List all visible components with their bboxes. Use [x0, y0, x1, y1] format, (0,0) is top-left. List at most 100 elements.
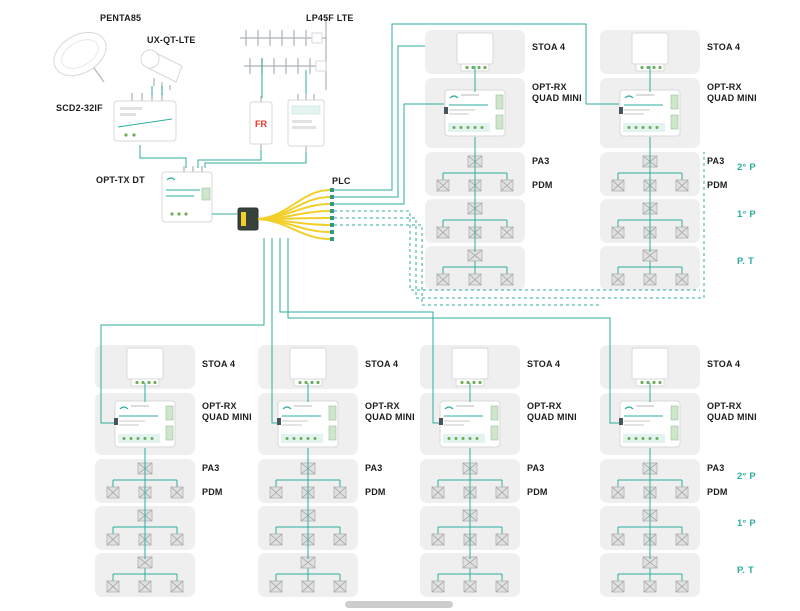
tap-tree	[600, 506, 700, 550]
pa3-label: PA3	[532, 156, 550, 166]
mast-amplifier	[287, 94, 325, 152]
pdm-label: PDM	[707, 487, 728, 497]
floor-box-2p	[600, 459, 700, 503]
floor-box-pt	[425, 246, 525, 290]
tap-tree	[600, 246, 700, 290]
stoa-box	[600, 30, 700, 74]
tap-tree	[425, 152, 525, 196]
floor-box-pt	[600, 246, 700, 290]
pa3-label: PA3	[707, 156, 725, 166]
floor-box-2p	[95, 459, 195, 503]
pa3-label: PA3	[707, 463, 725, 473]
optrx-box	[95, 393, 195, 455]
optrx-box	[600, 393, 700, 455]
optrx-label-1: OPT-RX	[527, 401, 562, 411]
pa3-label: PA3	[527, 463, 545, 473]
stoa-antenna	[420, 345, 520, 389]
fr-label: FR	[255, 119, 267, 129]
optrx-device	[619, 400, 681, 448]
optrx-box	[420, 393, 520, 455]
stoa-box	[95, 345, 195, 389]
optrx-box	[258, 393, 358, 455]
floor-label-2p: 2° P	[737, 162, 756, 173]
plc-splitter	[237, 188, 334, 241]
distribution-column-bottom-1: STOA 4 OPT-RX QUAD MINI PA3 PDM	[95, 345, 252, 597]
tap-tree	[95, 459, 195, 503]
stoa-label: STOA 4	[527, 359, 561, 369]
distribution-column-bottom-3: STOA 4 OPT-RX QUAD MINI PA3 PDM	[420, 345, 577, 597]
stoa-antenna	[258, 345, 358, 389]
optrx-device	[277, 400, 339, 448]
optrx-device	[439, 400, 501, 448]
optrx-label-1: OPT-RX	[202, 401, 237, 411]
tap-tree	[420, 459, 520, 503]
floor-box-pt	[600, 553, 700, 597]
optrx-label-2: QUAD MINI	[527, 412, 577, 422]
distribution-column-bottom-4: STOA 4 OPT-RX QUAD MINI PA3 PDM 2° P 1° …	[600, 345, 757, 597]
floor-box-pt	[420, 553, 520, 597]
optrx-label-2: QUAD MINI	[707, 412, 757, 422]
optrx-device	[114, 400, 176, 448]
opt-tx-device	[161, 166, 213, 223]
pdm-label: PDM	[365, 487, 386, 497]
tap-tree	[420, 553, 520, 597]
tap-tree	[420, 506, 520, 550]
ux-qt-lte-label: UX-QT-LTE	[147, 35, 196, 45]
scd2-32if-label: SCD2-32IF	[56, 103, 103, 113]
optrx-label-2: QUAD MINI	[365, 412, 415, 422]
floor-box-2p	[425, 152, 525, 196]
optrx-label-2: QUAD MINI	[202, 412, 252, 422]
penta85-dish	[53, 31, 107, 83]
pdm-label: PDM	[527, 487, 548, 497]
floor-label-pt: P. T	[737, 256, 754, 267]
optrx-box	[600, 78, 700, 148]
floor-box-pt	[95, 553, 195, 597]
floor-label-1p: 1° P	[737, 209, 756, 220]
optrx-label-1: OPT-RX	[532, 82, 567, 92]
lnb-ux-qt-lte	[140, 49, 183, 90]
stoa-label: STOA 4	[532, 42, 566, 52]
stoa-label: STOA 4	[365, 359, 399, 369]
optrx-device	[444, 89, 506, 137]
floor-box-1p	[600, 506, 700, 550]
footer-bar	[345, 601, 453, 608]
tap-tree	[95, 553, 195, 597]
distribution-column-bottom-2: STOA 4 OPT-RX QUAD MINI PA3 PDM	[258, 345, 415, 597]
stoa-label: STOA 4	[202, 359, 236, 369]
floor-label-2p: 2° P	[737, 471, 756, 482]
tap-tree	[600, 199, 700, 243]
stoa-label: STOA 4	[707, 42, 741, 52]
stoa-antenna	[425, 30, 525, 74]
stoa-box	[258, 345, 358, 389]
floor-box-pt	[258, 553, 358, 597]
tap-tree	[600, 459, 700, 503]
optrx-box	[425, 78, 525, 148]
floor-label-pt: P. T	[737, 565, 754, 576]
floor-box-1p	[258, 506, 358, 550]
floor-box-1p	[420, 506, 520, 550]
distribution-column-right-1: STOA 4 OPT-RX QUAD MINI PA3 PDM	[425, 30, 582, 290]
optrx-label-1: OPT-RX	[707, 82, 742, 92]
multiswitch-scd2	[113, 93, 177, 142]
optrx-label-1: OPT-RX	[365, 401, 400, 411]
opt-tx-dt-label: OPT-TX DT	[96, 175, 145, 185]
optrx-device	[619, 89, 681, 137]
stoa-antenna	[600, 30, 700, 74]
floor-box-1p	[95, 506, 195, 550]
floor-box-2p	[600, 152, 700, 196]
stoa-box	[600, 345, 700, 389]
tap-tree	[425, 246, 525, 290]
lp45f-antennas	[240, 18, 327, 90]
distribution-column-right-2: STOA 4 OPT-RX QUAD MINI PA3 PDM 2° P 1° …	[600, 30, 757, 290]
stoa-label: STOA 4	[707, 359, 741, 369]
floor-box-2p	[420, 459, 520, 503]
tap-tree	[95, 506, 195, 550]
tap-tree	[258, 459, 358, 503]
tap-tree	[425, 199, 525, 243]
fr-filter: FR	[249, 96, 273, 150]
floor-box-1p	[425, 199, 525, 243]
stoa-box	[425, 30, 525, 74]
floor-label-1p: 1° P	[737, 518, 756, 529]
plc-label: PLC	[332, 176, 351, 186]
